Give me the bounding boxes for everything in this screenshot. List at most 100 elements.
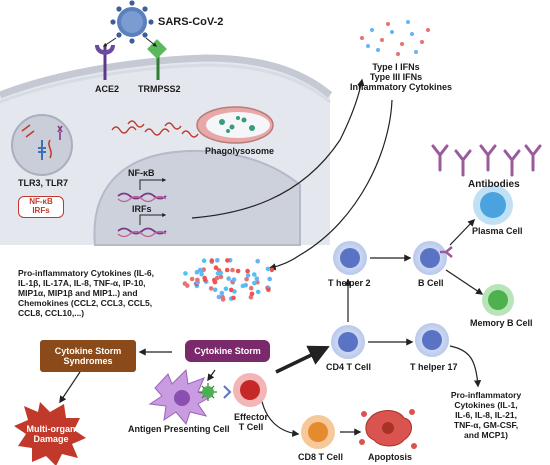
cytokine-dot	[265, 266, 271, 272]
trmpss2-label: TRMPSS2	[138, 84, 181, 94]
ace2-receptor-icon	[95, 45, 115, 80]
cytokine-dot	[254, 276, 260, 281]
b-cell-label: B Cell	[418, 278, 444, 288]
apc-label: Antigen Presenting Cell	[128, 424, 230, 434]
cytokine-dot	[225, 258, 230, 263]
ifn-label: Type I IFNs Type III IFNs Inflammatory C…	[350, 62, 453, 92]
cytokine-dot	[230, 267, 235, 273]
cytokine-dot	[252, 280, 257, 286]
memory-b-cell-label: Memory B Cell	[470, 318, 533, 328]
ifn-line-1: Type I IFNs	[372, 62, 420, 72]
viral-rna-icon	[111, 120, 199, 138]
cytokine-dot	[252, 272, 257, 277]
cytokine-dot	[218, 274, 224, 280]
cytokine-dot	[231, 295, 236, 301]
cytokine-dot	[245, 273, 251, 278]
t-helper-17-icon	[415, 323, 449, 357]
damage-line-1: Multi-organ	[26, 424, 76, 434]
phagolysosome-icon	[196, 106, 274, 144]
proinflammatory-left-line: IL-1β, IL-17A, IL-8, TNF-α, IP-10,	[18, 278, 146, 288]
cytokine-dot	[240, 283, 246, 289]
cytokine-dot	[213, 265, 219, 271]
cytokine-dot	[183, 271, 188, 276]
t-helper-17-label: T helper 17	[410, 362, 458, 372]
t-helper-2-icon	[333, 241, 367, 275]
cytokine-dot	[219, 290, 225, 296]
multi-organ-damage-label: Multi-organ Damage	[18, 420, 84, 448]
irfs-gene-label: IRFs	[132, 204, 152, 214]
plasma-cell-icon	[473, 185, 513, 225]
cytokine-dot	[231, 277, 237, 282]
nfkb-irfs-box: NF-κB IRFs	[18, 196, 64, 218]
proinflammatory-left-line: Chemokines (CCL2, CCL3, CCL5,	[18, 298, 153, 308]
antibodies-label: Antibodies	[468, 179, 520, 190]
cd8-t-cell-label: CD8 T Cell	[298, 452, 344, 462]
plasma-cell-label: Plasma Cell	[472, 226, 523, 236]
cytokine-dot	[201, 258, 207, 264]
apoptotic-cell-icon	[359, 409, 417, 449]
effector-to-cd4-arrow	[275, 345, 330, 374]
cd4-t-cell-label: CD4 T Cell	[326, 362, 372, 372]
phagolysosome-label: Phagolysosome	[205, 146, 275, 156]
cytokine-storm-syndromes-box	[40, 340, 136, 372]
cytokine-dot	[195, 277, 200, 283]
antigen-presenting-cell-icon	[148, 368, 214, 426]
cytokine-dot	[212, 279, 218, 285]
cytokine-dot	[269, 267, 275, 273]
effector-line-1: Effector	[233, 412, 268, 422]
cytokine-dot	[245, 268, 250, 274]
cytokine-dot	[226, 276, 231, 281]
cytokine-storm-label: Cytokine Storm	[194, 346, 261, 356]
b-to-plasma-arrow	[449, 218, 475, 246]
virus-small-icon	[199, 383, 217, 401]
t-cell-receptor-icon	[223, 385, 232, 399]
syndromes-to-damage-arrow	[59, 371, 81, 404]
virus-icon	[110, 0, 154, 44]
proinflammatory-left-line: MIP1α, MIP1β and MIP1..) and	[18, 288, 138, 298]
ifn-line-3: Inflammatory Cytokines	[350, 82, 453, 92]
cytokine-dot	[208, 286, 214, 291]
effector-t-cell-icon	[233, 373, 267, 407]
cytokine-dot	[215, 271, 221, 276]
tlr-label: TLR3, TLR7	[18, 178, 69, 188]
effector-line-2: T Cell	[238, 422, 264, 432]
cytokine-dot	[216, 294, 222, 300]
cytokine-storm-syndromes-label: Cytokine Storm Syndromes	[40, 340, 136, 372]
multi-organ-damage-burst	[14, 402, 86, 465]
cytokine-dot	[244, 277, 249, 282]
cytokine-dot	[249, 291, 255, 297]
ifn-line-2: Type III IFNs	[369, 72, 423, 82]
cytokine-dot	[209, 258, 215, 263]
cytokine-dots-top	[360, 20, 430, 56]
irfs-gene-icon	[117, 213, 167, 238]
cytokine-dot	[214, 275, 220, 281]
nfkb-gene-label: NF-κB	[128, 168, 155, 178]
damage-line-2: Damage	[33, 434, 69, 444]
cytokine-dot	[182, 281, 188, 286]
t-helper-2-label: T helper 2	[328, 278, 371, 288]
endosome-icon	[11, 114, 73, 176]
memory-b-cell-icon	[482, 284, 514, 316]
cytokine-dot	[266, 287, 271, 293]
cytokine-dot	[235, 268, 241, 274]
cytokine-dot	[215, 258, 220, 263]
cytokine-dot	[223, 286, 229, 292]
proinflammatory-left-line: Pro-inflammatory Cytokines (IL-6,	[18, 268, 155, 278]
proinflammatory-right-line: and MCP1)	[464, 430, 508, 440]
nfkb-box-label: NF-κB	[29, 197, 53, 206]
apoptosis-label: Apoptosis	[368, 452, 412, 462]
antibodies-icon	[431, 144, 542, 177]
cytokine-dot	[224, 267, 230, 273]
proinflammatory-left-line: CCL8, CCL10,...)	[18, 308, 85, 318]
irfs-to-ifn-arrow	[191, 78, 365, 219]
proinflammatory-right-line: Pro-inflammatory	[450, 390, 522, 400]
proinflammatory-right-line: Cytokines (IL-1,	[454, 400, 518, 410]
cytokine-storm-badge	[185, 340, 270, 362]
nfkb-gene-icon	[117, 178, 167, 203]
cytokine-dot	[220, 297, 226, 302]
th17-to-cytokines-arrow	[449, 345, 482, 388]
cd8-t-cell-icon	[301, 415, 335, 449]
syndromes-line-2: Syndromes	[63, 356, 113, 366]
proinflammatory-left-label: Pro-inflammatory Cytokines (IL-6, IL-1β,…	[18, 268, 154, 318]
